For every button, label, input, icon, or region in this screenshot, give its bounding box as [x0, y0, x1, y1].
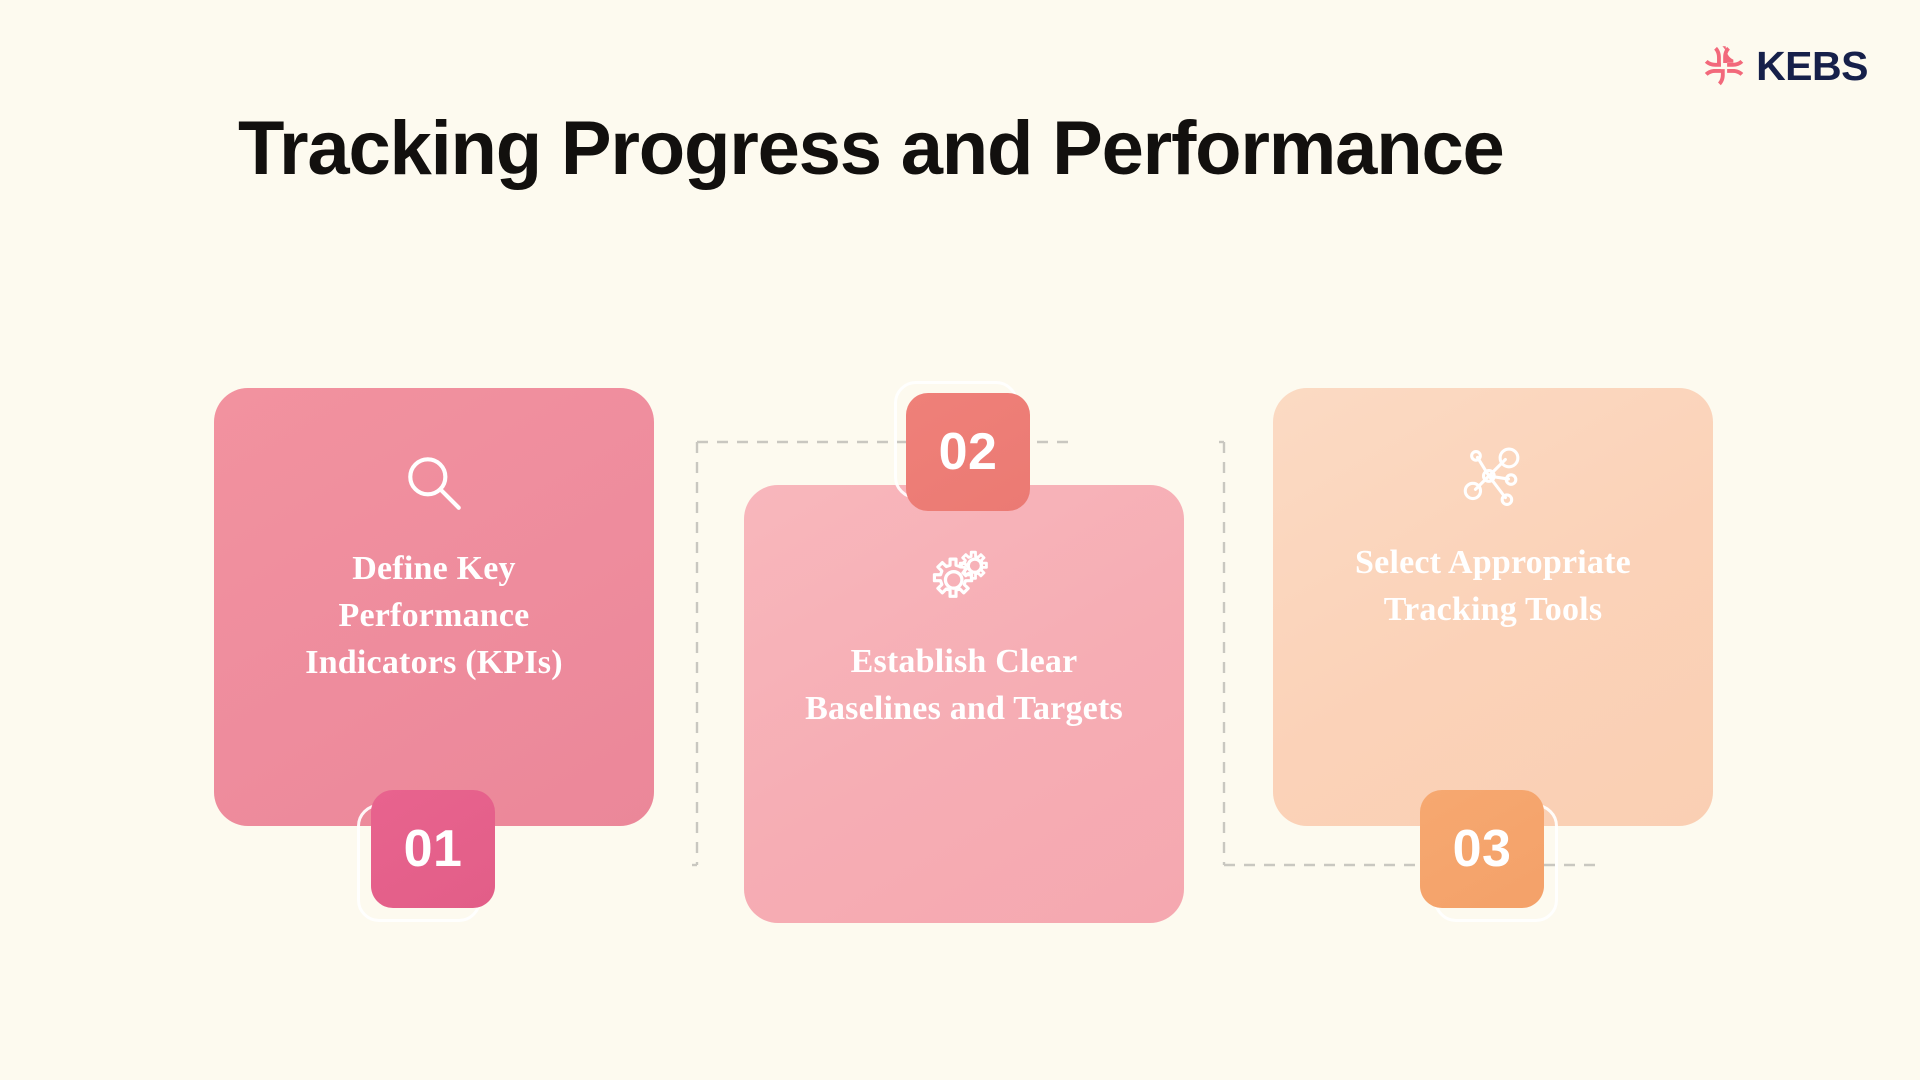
step-card-3-title: Select Appropriate Tracking Tools	[1355, 544, 1631, 628]
step-badge-3[interactable]: 03	[1420, 790, 1558, 922]
brand-name: KEBS	[1756, 42, 1868, 89]
brand-logo: KEBS	[1702, 44, 1868, 88]
page-title: Tracking Progress and Performance	[238, 106, 1505, 191]
network-nodes-icon	[1463, 447, 1520, 506]
magnifier-search-icon	[408, 457, 461, 510]
step-card-2[interactable]: Establish Clear Baselines and Targets	[744, 485, 1184, 923]
step-badge-1[interactable]: 01	[357, 790, 495, 922]
step-card-3[interactable]: Select Appropriate Tracking Tools	[1273, 388, 1713, 826]
step-badge-1-number: 01	[371, 790, 495, 908]
step-card-2-title: Establish Clear Baselines and Targets	[805, 643, 1123, 727]
connector-step-2-to-3	[1219, 440, 1599, 867]
connector-step-1-to-2	[692, 440, 1072, 867]
step-badge-3-number: 03	[1420, 790, 1544, 908]
step-badge-2[interactable]: 02	[894, 381, 1030, 511]
step-card-1[interactable]: Define Key Performance Indicators (KPIs)	[214, 388, 654, 826]
step-card-1-title: Define Key Performance Indicators (KPIs)	[305, 550, 563, 681]
kebs-four-point-star-logo-icon	[1704, 46, 1744, 86]
step-badge-2-number: 02	[906, 393, 1030, 511]
gears-settings-icon	[932, 550, 988, 598]
